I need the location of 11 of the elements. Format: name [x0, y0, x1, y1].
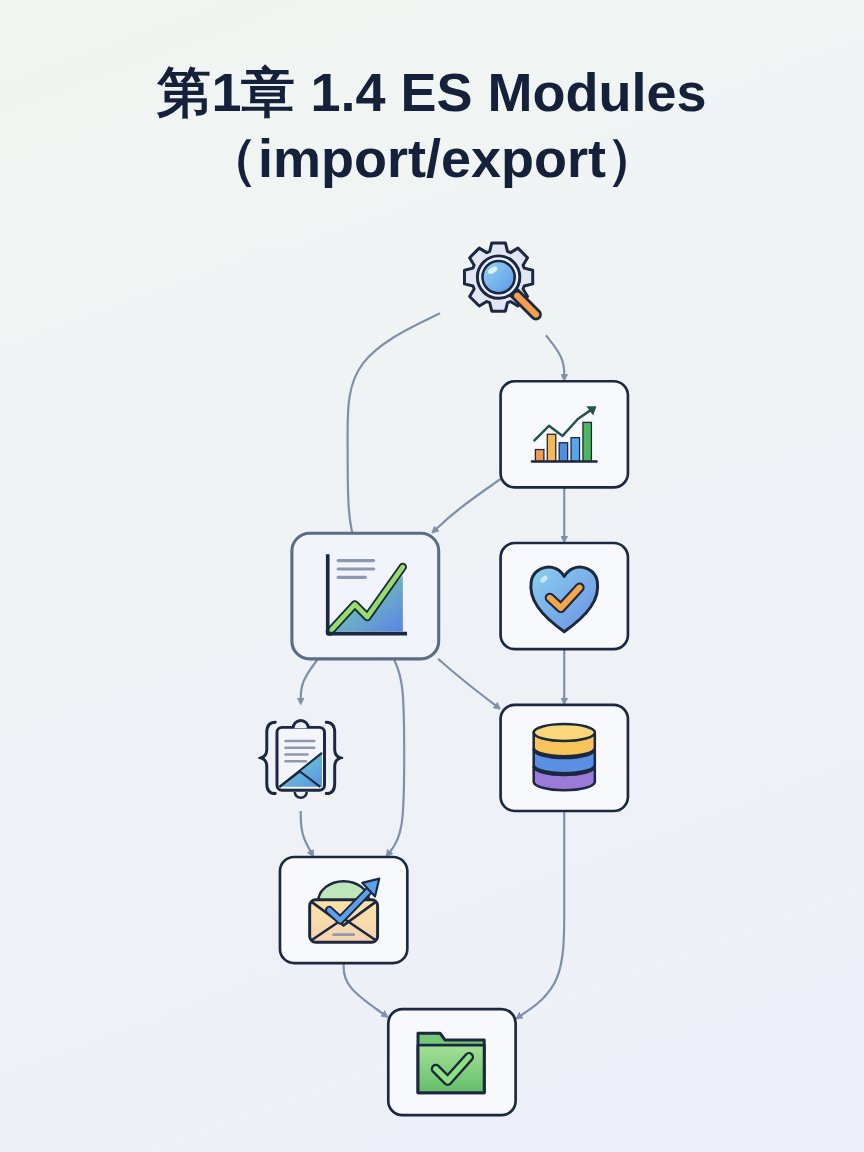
- node-picture: [498, 379, 629, 489]
- title: 第1章 1.4 ES Modules（import/export）: [156, 61, 708, 190]
- arrow: [436, 657, 501, 710]
- node-picture: [278, 855, 409, 965]
- node-picture: [386, 1007, 517, 1117]
- node-picture: [498, 541, 629, 651]
- connector: [346, 311, 440, 534]
- node-picture: [498, 703, 629, 813]
- node-picture: [289, 531, 440, 661]
- arrow: [559, 648, 568, 705]
- arrow: [430, 477, 501, 534]
